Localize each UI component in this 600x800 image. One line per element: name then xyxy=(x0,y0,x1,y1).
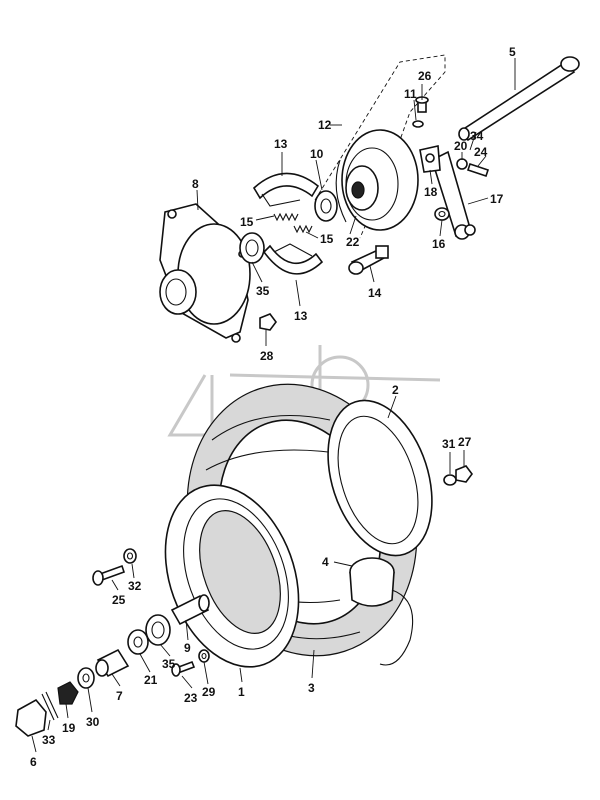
axle xyxy=(458,56,580,142)
collar-9 xyxy=(170,594,210,626)
wheel-hub xyxy=(159,203,251,343)
callout-9: 9 xyxy=(184,641,191,655)
callout-23: 23 xyxy=(184,691,198,705)
callout-21: 21 xyxy=(144,673,158,687)
callout-19: 19 xyxy=(62,721,76,735)
callout-15-left: 15 xyxy=(240,215,254,229)
dust-seal xyxy=(314,190,338,222)
callout-10: 10 xyxy=(310,147,324,161)
bolt-24 xyxy=(456,158,490,178)
hub-bearing-upper xyxy=(239,232,265,264)
callout-6: 6 xyxy=(30,755,37,769)
rim-left-half xyxy=(164,484,300,668)
callout-12: 12 xyxy=(318,118,332,132)
callout-26: 26 xyxy=(418,69,432,83)
washer-29 xyxy=(198,649,210,663)
callout-14: 14 xyxy=(368,286,382,300)
brake-shoe-upper xyxy=(252,172,320,207)
callout-17: 17 xyxy=(490,192,504,206)
part-callouts: 5 26 11 12 34 24 20 18 17 16 10 22 13 15… xyxy=(30,45,516,769)
washer-32 xyxy=(123,548,137,564)
callout-5: 5 xyxy=(509,45,516,59)
washer-30 xyxy=(77,667,95,689)
spacer-7 xyxy=(95,648,130,678)
callout-16: 16 xyxy=(432,237,446,251)
washer-16 xyxy=(434,207,450,221)
oil-seal-21 xyxy=(127,629,149,655)
rim-right-half xyxy=(327,399,433,557)
hub-bearing-lower xyxy=(145,614,171,646)
leader-lines xyxy=(31,58,516,753)
cap-nut-6 xyxy=(15,698,47,737)
callout-15-right: 15 xyxy=(320,232,334,246)
callout-33: 33 xyxy=(42,733,56,747)
brake-cam xyxy=(348,245,389,275)
callout-35-lower: 35 xyxy=(162,657,176,671)
callout-27: 27 xyxy=(458,435,472,449)
bolt-23 xyxy=(171,660,196,677)
callout-1: 1 xyxy=(238,685,245,699)
callout-22: 22 xyxy=(346,235,360,249)
callout-20: 20 xyxy=(454,139,468,153)
nut-28 xyxy=(259,313,277,331)
callout-2: 2 xyxy=(392,383,399,397)
callout-25: 25 xyxy=(112,593,126,607)
callout-18: 18 xyxy=(424,185,438,199)
callout-13-lower: 13 xyxy=(294,309,308,323)
bolt-25 xyxy=(92,564,126,586)
callout-7: 7 xyxy=(116,689,123,703)
callout-30: 30 xyxy=(86,715,100,729)
brake-panel xyxy=(314,54,446,239)
callout-28: 28 xyxy=(260,349,274,363)
washer-31 xyxy=(443,474,457,486)
callout-35-upper: 35 xyxy=(256,284,270,298)
castle-nut-19 xyxy=(57,681,79,705)
nut-27 xyxy=(455,465,473,483)
callout-3: 3 xyxy=(308,681,315,695)
shoe-springs xyxy=(273,212,313,234)
callout-29: 29 xyxy=(202,685,216,699)
callout-4: 4 xyxy=(322,555,329,569)
callout-34: 34 xyxy=(470,129,484,143)
callout-13-upper: 13 xyxy=(274,137,288,151)
callout-11: 11 xyxy=(404,87,417,101)
callout-8: 8 xyxy=(192,177,199,191)
brake-shoe-lower xyxy=(262,243,324,275)
cotter-pin-33 xyxy=(41,691,59,721)
callout-32: 32 xyxy=(128,579,142,593)
brake-arm xyxy=(419,145,476,240)
callout-24: 24 xyxy=(474,145,488,159)
callout-31: 31 xyxy=(442,437,456,451)
inner-tube xyxy=(349,557,414,666)
